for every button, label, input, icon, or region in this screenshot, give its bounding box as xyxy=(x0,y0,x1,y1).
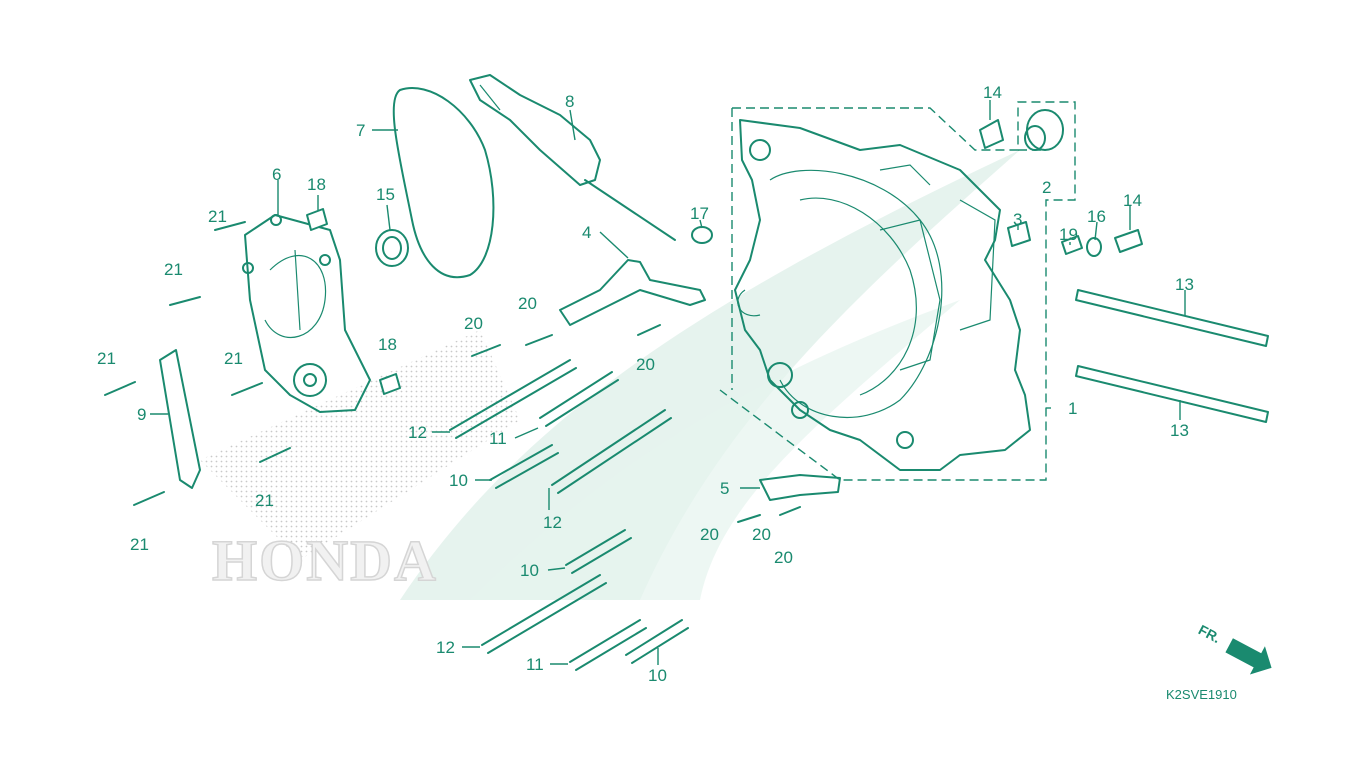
bracket-5 xyxy=(759,474,841,501)
front-direction-arrow: FR. xyxy=(1196,621,1272,675)
callout-21b: 21 xyxy=(164,260,183,279)
callout-16: 16 xyxy=(1087,207,1106,226)
stud-bolt-13-bottom xyxy=(1075,365,1269,423)
honda-watermark-text: HONDA xyxy=(212,528,438,593)
stud-bolt-13-top xyxy=(1075,289,1269,347)
callout-15: 15 xyxy=(376,185,395,204)
fr-label: FR. xyxy=(1196,621,1223,646)
dowel-pin-14-top xyxy=(979,119,1004,149)
callout-14b: 14 xyxy=(1123,191,1142,210)
pin-18-bottom xyxy=(379,373,401,395)
pin-18-top xyxy=(306,208,328,231)
callout-20d: 20 xyxy=(700,525,719,544)
callout-21c: 21 xyxy=(97,349,116,368)
callout-6: 6 xyxy=(272,165,281,184)
callout-20b: 20 xyxy=(518,294,537,313)
callout-12a: 12 xyxy=(408,423,427,442)
callout-7: 7 xyxy=(356,121,365,140)
bolt-set xyxy=(449,359,689,671)
callout-18a: 18 xyxy=(307,175,326,194)
callout-20c: 20 xyxy=(636,355,655,374)
bracket-9 xyxy=(159,349,201,489)
pin-19 xyxy=(1061,235,1083,255)
o-ring-16 xyxy=(1086,237,1102,257)
callout-14a: 14 xyxy=(983,83,1002,102)
callout-20e: 20 xyxy=(774,548,793,567)
callout-21e: 21 xyxy=(255,491,274,510)
callout-4: 4 xyxy=(582,223,591,242)
small-bolts xyxy=(104,221,801,523)
dowel-3 xyxy=(1007,221,1031,247)
dipstick-8 xyxy=(469,74,676,241)
bearing-2 xyxy=(1024,109,1064,151)
callout-19: 19 xyxy=(1059,225,1078,244)
callout-10a: 10 xyxy=(449,471,468,490)
callout-3: 3 xyxy=(1013,210,1022,229)
callout-5: 5 xyxy=(720,479,729,498)
drawing-code: K2SVE1910 xyxy=(1166,687,1237,702)
callout-21a: 21 xyxy=(208,207,227,226)
callout-12b: 12 xyxy=(543,513,562,532)
callout-18b: 18 xyxy=(378,335,397,354)
callout-21f: 21 xyxy=(130,535,149,554)
dowel-pin-14-right xyxy=(1114,229,1143,253)
bracket-4 xyxy=(559,259,706,326)
leader-lines xyxy=(150,100,1186,665)
callout-21d: 21 xyxy=(224,349,243,368)
callout-13a: 13 xyxy=(1175,275,1194,294)
callout-12c: 12 xyxy=(436,638,455,657)
honda-wing-watermark xyxy=(200,150,1020,600)
callout-10c: 10 xyxy=(648,666,667,685)
callout-9: 9 xyxy=(137,405,146,424)
callout-8: 8 xyxy=(565,92,574,111)
gasket-7 xyxy=(392,87,495,279)
callout-11b: 11 xyxy=(526,655,544,674)
crankcase-cover xyxy=(734,119,1031,471)
o-ring-17 xyxy=(691,226,713,244)
callout-11a: 11 xyxy=(489,429,507,448)
left-cover-6 xyxy=(242,214,371,413)
callout-10b: 10 xyxy=(520,561,539,580)
callout-2: 2 xyxy=(1042,178,1051,197)
callout-17: 17 xyxy=(690,204,709,223)
callout-20a: 20 xyxy=(464,314,483,333)
callout-1: 1 xyxy=(1068,399,1077,418)
oil-seal-15 xyxy=(375,229,409,267)
callout-labels: 1 2 3 4 5 6 7 8 9 10 10 10 11 11 12 12 1… xyxy=(97,83,1194,685)
callout-20f: 20 xyxy=(752,525,771,544)
callout-13b: 13 xyxy=(1170,421,1189,440)
